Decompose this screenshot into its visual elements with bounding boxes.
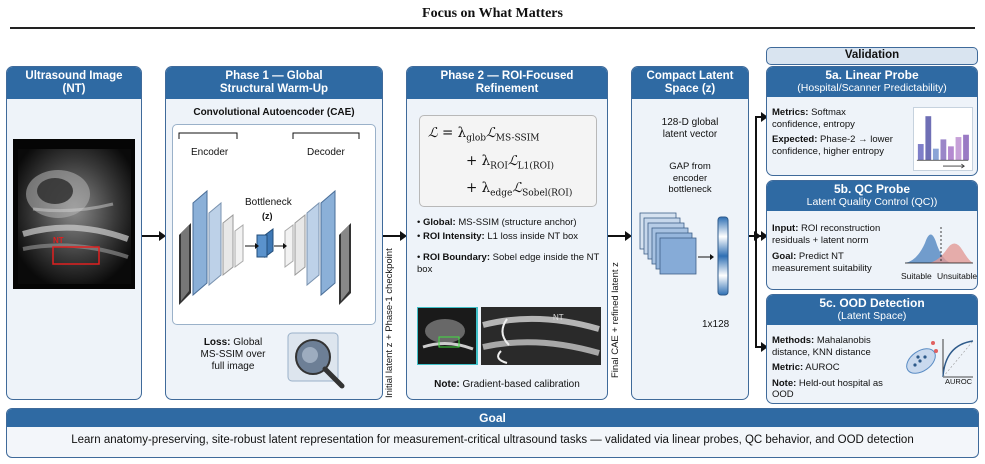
- auroc-curve-graphic: [942, 339, 974, 378]
- ultrasound-image: NT: [13, 139, 135, 289]
- roi-image-nt-label: NT: [553, 313, 564, 322]
- qc-distribution-graphic: [905, 227, 973, 264]
- cae-title: Convolutional Autoencoder (CAE): [193, 107, 355, 118]
- validation-branch-line: [755, 116, 757, 347]
- linear-probe-text: Metrics: Softmax confidence, entropy Exp…: [772, 107, 893, 157]
- phase2-formula-box: ℒ = λglobℒMS-SSIM + λROIℒL1(ROI) + λedge…: [419, 115, 597, 207]
- diagram-title: Focus on What Matters: [422, 6, 563, 21]
- magnifier-icon: [286, 331, 348, 396]
- arrow-ultrasound-to-phase1: [142, 231, 166, 241]
- phase1-header-title: Phase 1 — Global: [225, 70, 323, 82]
- phase2-bullet-global: • Global: MS-SSIM (structure anchor): [417, 217, 577, 228]
- probe-bar: [948, 146, 954, 161]
- roi-image-graphic: [416, 306, 601, 366]
- panel-phase1: Phase 1 — Global Structural Warm-Up Conv…: [165, 66, 383, 400]
- decoder-label: Decoder: [307, 147, 345, 158]
- phase2-bullet-roi-intensity: • ROI Intensity: L1 loss inside NT box: [417, 230, 579, 242]
- phase1-loss-line1: Global: [233, 337, 263, 348]
- linear-probe-bar-chart: [913, 107, 973, 171]
- qc-probe-title: 5b. QC Probe: [833, 182, 910, 196]
- phase2-header: Phase 2 — ROI-Focused Refinement: [407, 67, 607, 99]
- phase1-header-sub: Structural Warm-Up: [219, 83, 329, 95]
- auroc-label: AUROC: [945, 377, 973, 386]
- linear-probe-subtitle: (Hospital/Scanner Predictability): [797, 82, 947, 94]
- ood-text: Methods: Mahalanobis distance, KNN dista…: [772, 335, 883, 400]
- bottleneck-z-label: (z): [262, 211, 273, 221]
- ood-cluster-graphic: [906, 341, 938, 374]
- phase2-header-sub: Refinement: [475, 83, 539, 95]
- arrow2-label: Final CAE + refined latent z: [610, 262, 621, 378]
- arrow-to-ood-detection: [755, 342, 768, 352]
- latent-desc: 128-D global latent vector: [661, 117, 719, 140]
- probe-bar: [940, 139, 947, 161]
- qc-probe-header: 5b. QC Probe Latent Quality Control (QC)…: [767, 181, 977, 211]
- latent-header-title: Compact Latent: [646, 70, 734, 82]
- latent-header: Compact Latent Space (z): [632, 67, 748, 99]
- linear-probe-header: 5a. Linear Probe (Hospital/Scanner Predi…: [767, 67, 977, 97]
- arrow-phase2-to-latent: [608, 231, 632, 241]
- panel-phase2: Phase 2 — ROI-Focused Refinement ℒ = λgl…: [406, 66, 608, 400]
- panel-ultrasound: Ultrasound Image (NT) NT: [6, 66, 142, 400]
- goal-text: Learn anatomy-preserving, site-robust la…: [71, 434, 914, 446]
- phase1-loss-text: Loss: Global MS-SSIM over full image: [188, 337, 278, 373]
- probe-bar: [925, 116, 932, 161]
- cae-architecture-graphic: [178, 132, 360, 305]
- phase2-note: Note: Gradient-based calibration: [434, 379, 580, 390]
- probe-bar: [955, 137, 962, 161]
- ultrasound-header: Ultrasound Image (NT): [7, 67, 141, 99]
- phase2-bullets: • Global: MS-SSIM (structure anchor) • R…: [417, 217, 603, 275]
- probe-bar: [963, 134, 969, 161]
- nt-roi-label: NT: [53, 236, 64, 245]
- arrow-to-qc-probe: [755, 231, 768, 241]
- qc-probe-text: Input: ROI reconstruction residuals + la…: [772, 223, 881, 274]
- arrow-to-linear-probe: [755, 112, 768, 122]
- latent-gap: GAP from encoder bottleneck: [668, 161, 712, 195]
- goal-banner: Goal Learn anatomy-preserving, site-robu…: [6, 408, 979, 458]
- phase1-loss-line2: MS-SSIM over: [200, 349, 266, 360]
- probe-bar: [917, 144, 924, 161]
- ultrasound-header-sub: (NT): [62, 83, 86, 95]
- ood-subtitle: (Latent Space): [837, 310, 907, 322]
- probe-bar: [932, 148, 939, 161]
- cae-architecture-box: Encoder Decoder Bottleneck (z): [172, 124, 376, 325]
- probe-trend-arrow: [943, 163, 965, 169]
- ood-title: 5c. OOD Detection: [819, 296, 925, 310]
- panel-ood-detection: 5c. OOD Detection (Latent Space) Methods…: [766, 294, 978, 404]
- arrow-phase1-to-phase2: [383, 231, 407, 241]
- loss-formula: ℒ = λglobℒMS-SSIM + λROIℒL1(ROI) + λedge…: [428, 125, 573, 200]
- latent-dim-label: 1x128: [702, 319, 730, 330]
- latent-vector-graphic: [638, 207, 744, 322]
- encoder-label: Encoder: [191, 147, 229, 158]
- ood-header: 5c. OOD Detection (Latent Space): [767, 295, 977, 325]
- nt-roi-box: [52, 246, 100, 265]
- qc-probe-subtitle: Latent Quality Control (QC)): [806, 196, 938, 208]
- ultrasound-scan-graphic: [18, 149, 131, 284]
- latent-header-sub: Space (z): [664, 83, 716, 95]
- phase2-roi-images: NT: [416, 306, 601, 366]
- arrow2-label-text: Final CAE + refined latent z: [610, 262, 621, 378]
- arrow1-label-text: Initial latent z + Phase-1 checkpoint: [384, 248, 395, 398]
- phase1-loss-label: Loss:: [203, 337, 231, 348]
- panel-latent: Compact Latent Space (z) 128-D global la…: [631, 66, 749, 400]
- panel-linear-probe: 5a. Linear Probe (Hospital/Scanner Predi…: [766, 66, 978, 176]
- qc-suitable-label: Suitable: [901, 271, 932, 281]
- ultrasound-header-title: Ultrasound Image: [25, 70, 123, 82]
- title-rule: [10, 27, 975, 29]
- qc-unsuitable-label: Unsuitable: [937, 271, 978, 281]
- phase1-header: Phase 1 — Global Structural Warm-Up: [166, 67, 382, 99]
- phase2-header-title: Phase 2 — ROI-Focused: [440, 70, 574, 82]
- arrow1-label: Initial latent z + Phase-1 checkpoint: [384, 248, 395, 398]
- bottleneck-label: Bottleneck: [245, 197, 292, 208]
- goal-header: Goal: [7, 409, 978, 427]
- phase1-loss-line3: full image: [211, 361, 255, 372]
- phase2-bullet-roi-boundary: • ROI Boundary: Sobel edge inside the NT…: [417, 252, 600, 275]
- linear-probe-title: 5a. Linear Probe: [825, 68, 919, 82]
- validation-header: Validation: [766, 47, 978, 65]
- panel-qc-probe: 5b. QC Probe Latent Quality Control (QC)…: [766, 180, 978, 290]
